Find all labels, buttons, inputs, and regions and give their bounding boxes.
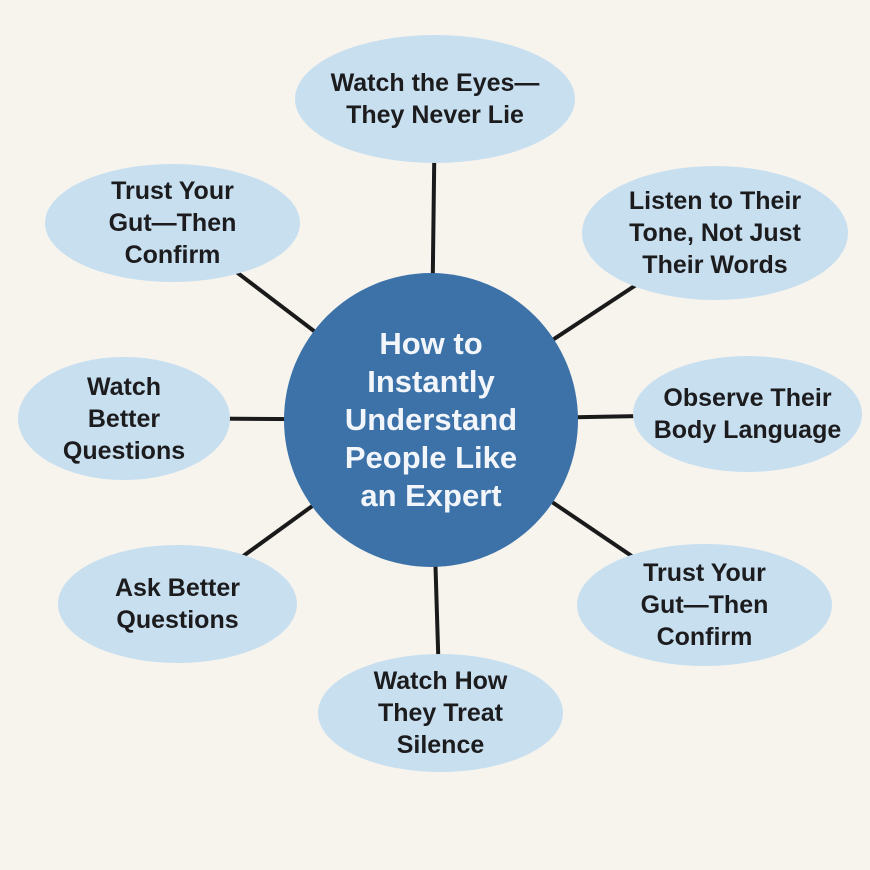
node-label: Listen to Their Tone, Not Just Their Wor… xyxy=(628,187,802,279)
node-trust-your-gut-left: Trust Your Gut—Then Confirm xyxy=(45,164,300,282)
node-label: Ask Better Questions xyxy=(114,574,241,634)
node-label: Watch How They Treat Silence xyxy=(373,667,508,759)
hub-title: How to Instantly Understand People Like … xyxy=(344,326,518,513)
node-watch-the-eyes: Watch the Eyes— They Never Lie xyxy=(295,35,575,163)
node-trust-your-gut-right: Trust Your Gut—Then Confirm xyxy=(577,544,832,666)
node-observe-body-language: Observe Their Body Language xyxy=(633,356,862,472)
node-label: Trust Your Gut—Then Confirm xyxy=(640,559,769,651)
node-watch-better-questions: Watch Better Questions xyxy=(18,357,230,480)
hub-circle: How to Instantly Understand People Like … xyxy=(284,273,578,567)
node-label: Trust Your Gut—Then Confirm xyxy=(108,177,237,269)
node-label: Watch the Eyes— They Never Lie xyxy=(330,69,540,129)
node-label: Watch Better Questions xyxy=(62,372,186,465)
node-watch-how-they-treat-silence: Watch How They Treat Silence xyxy=(318,654,563,772)
node-label: Observe Their Body Language xyxy=(653,384,842,444)
node-ask-better-questions: Ask Better Questions xyxy=(58,545,297,663)
node-listen-to-tone: Listen to Their Tone, Not Just Their Wor… xyxy=(582,166,848,300)
